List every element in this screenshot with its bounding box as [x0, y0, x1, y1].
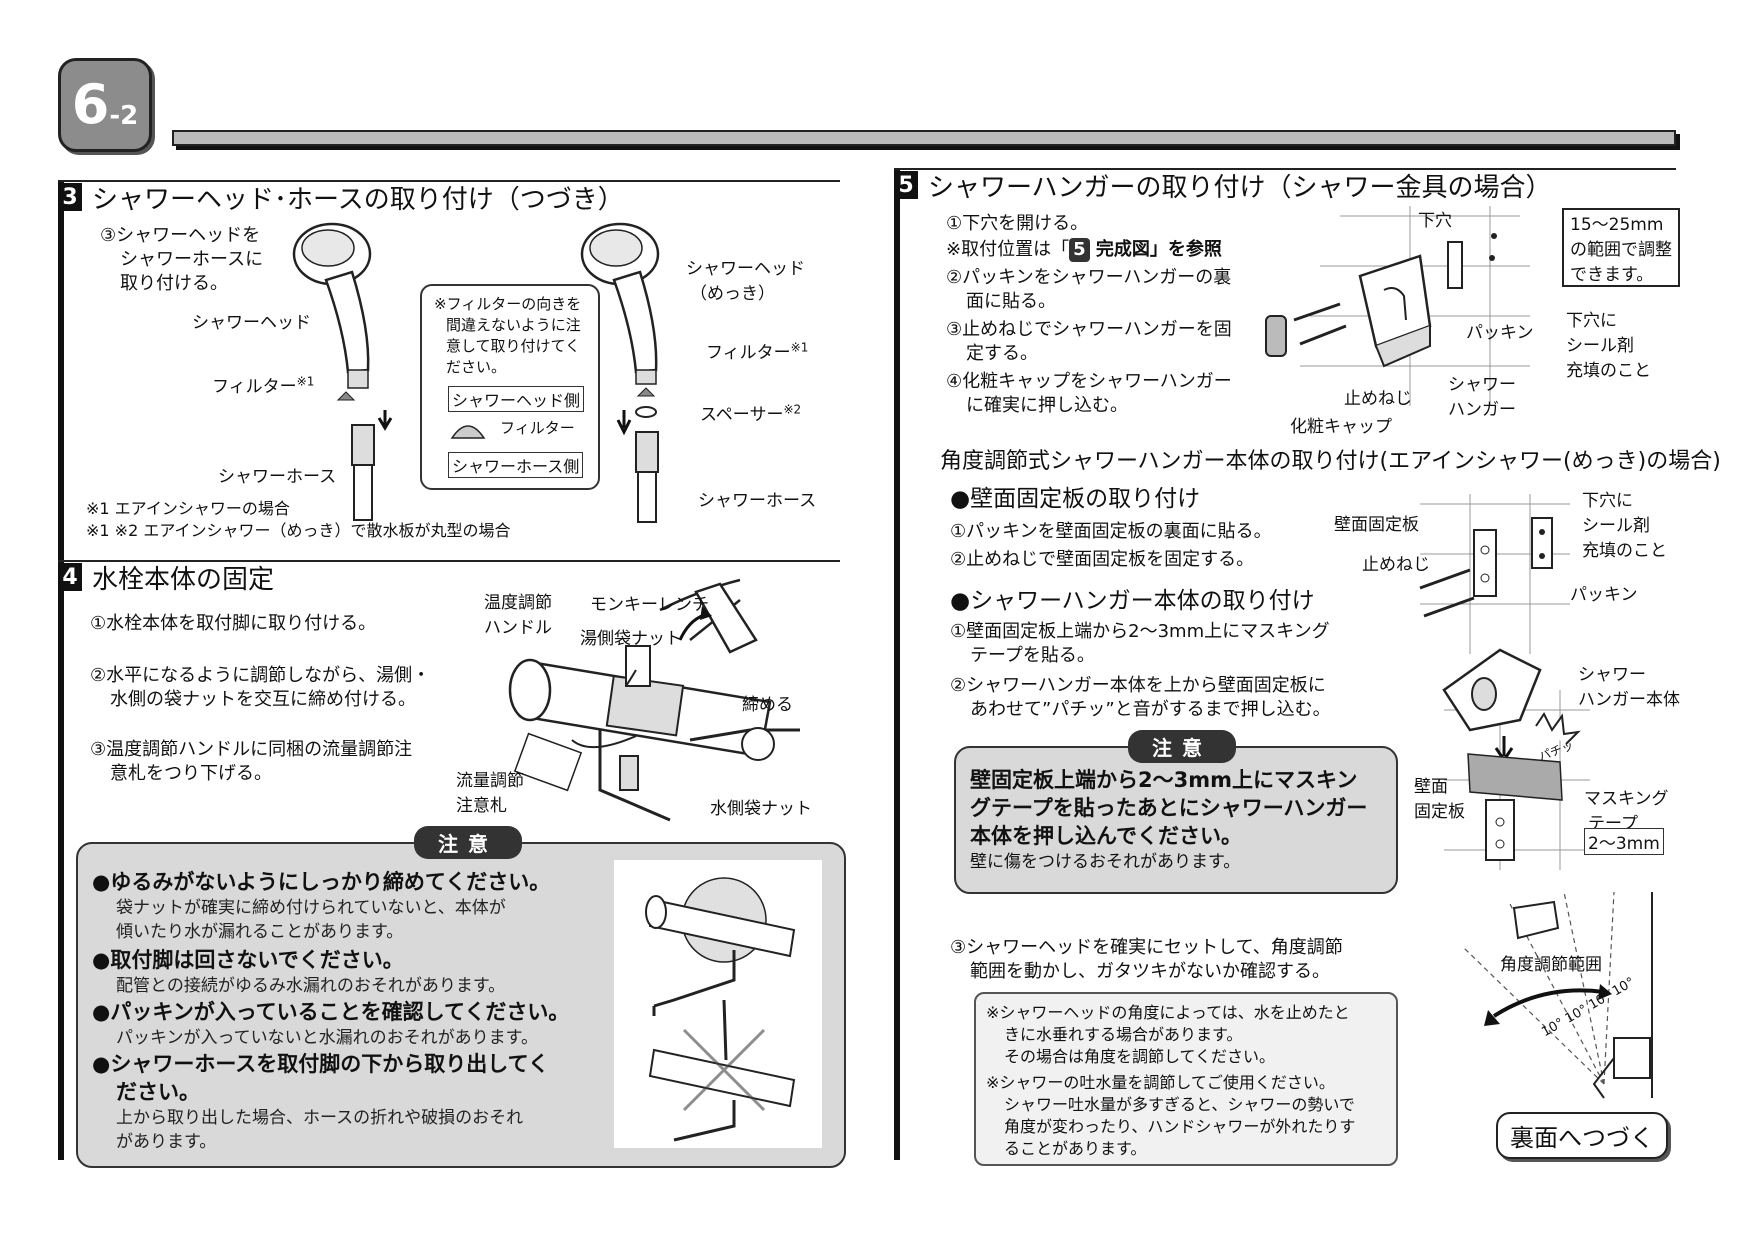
section-5-title: シャワーハンガーの取り付け（シャワー金具の場合）: [928, 172, 1552, 203]
label-tighten: 締める: [742, 695, 793, 715]
section-4-number: 4: [58, 563, 82, 591]
section-4-step-3: ③温度調節ハンドルに同梱の流量調節注 意札をつり下げる。: [90, 739, 413, 784]
label-monkey-wrench: モンキーレンチ: [590, 595, 709, 615]
label-cap: 化粧キャップ: [1290, 417, 1392, 437]
label-spacer: スペーサー※2: [700, 402, 802, 425]
label-angle-range: 角度調節範囲: [1500, 955, 1602, 975]
shower-head-right-illustration: [580, 222, 660, 523]
section-5-caution-tag: 注意: [1128, 730, 1236, 763]
section-4-step-2: ②水平になるように調節しながら、湯側・ 水側の袋ナットを交互に締め付ける。: [90, 665, 431, 710]
wall-plate-step-1: ①パッキンを壁面固定板の裏面に貼る。: [950, 521, 1272, 542]
section-3-step: ③シャワーヘッドを シャワーホースに 取り付ける。: [100, 225, 264, 294]
caution-item-2: ●取付脚は回さないでください。 配管との接続がゆるみ水漏れのおそれがあります。: [92, 948, 506, 996]
section-5-notes-box: ※シャワーヘッドの角度によっては、水を止めたと きに水垂れする場合があります。 …: [974, 992, 1398, 1166]
header-rule: [172, 130, 1676, 146]
caution-illustration-panel: [614, 860, 822, 1148]
section-5-step-2: ②パッキンをシャワーハンガーの裏 面に貼る。: [946, 267, 1232, 312]
section-4-header: 4 水栓本体の固定: [58, 560, 840, 595]
continue-on-back-label: 裏面へつづく: [1496, 1112, 1668, 1159]
label-hose-left: シャワーホース: [218, 467, 337, 487]
label-sealant: 下穴に シール剤 充填のこと: [1566, 311, 1651, 381]
label-filter-right: フィルター※1: [706, 340, 809, 363]
filter-orientation-callout: ※フィルターの向きを 間違えないように注 意して取り付けてく ださい。 シャワー…: [420, 284, 600, 490]
label-hanger-body: シャワー ハンガー本体: [1578, 665, 1680, 710]
label-shower-head-right: シャワーヘッド （めっき）: [686, 259, 805, 304]
label-hose-right: シャワーホース: [698, 491, 817, 511]
section-5-reference: ※取付位置は「5 完成図」を参照: [946, 238, 1222, 262]
caution-item-3: ●パッキンが入っていることを確認してください。 パッキンが入っていないと水漏れの…: [92, 1000, 570, 1048]
section-5-step-3: ③止めねじでシャワーハンガーを固 定する。: [946, 319, 1232, 364]
section-5-step-4: ④化粧キャップをシャワーハンガー に確実に押し込む。: [946, 371, 1232, 416]
section-5-header: 5 シャワーハンガーの取り付け（シャワー金具の場合）: [894, 168, 1676, 203]
label-screw: 止めねじ: [1344, 389, 1412, 409]
label-gap-2-3mm: 2～3mm: [1584, 828, 1664, 855]
label-hanger-plate: 壁面 固定板: [1414, 777, 1465, 822]
label-wall-sealant: 下穴に シール剤 充填のこと: [1582, 491, 1667, 561]
label-shower-hose-side: シャワーホース側: [448, 452, 584, 478]
angle-range-illustration: [1463, 891, 1653, 1099]
label-hanger: シャワー ハンガー: [1448, 375, 1516, 420]
page-number-main: 6: [71, 73, 110, 136]
page-number-badge: 6 -2: [58, 58, 152, 152]
section-4-title: 水栓本体の固定: [92, 564, 275, 595]
shower-hanger-illustration: [1265, 206, 1530, 406]
wall-plate-heading: ●壁面固定板の取り付け: [950, 486, 1201, 512]
angle-hanger-title: 角度調節式シャワーハンガー本体の取り付け(エアインシャワー(めっき)の場合): [940, 449, 1721, 474]
section-5-final-step: ③シャワーヘッドを確実にセットして、角度調節 範囲を動かし、ガタツキがないか確認…: [950, 937, 1343, 982]
footnote-2: ※1 ※2 エアインシャワー（めっき）で散水板が丸型の場合: [86, 521, 511, 540]
left-column-bar: [58, 180, 64, 1160]
label-wall-packing: パッキン: [1570, 585, 1638, 605]
section-4-caution-tag: 注意: [414, 826, 522, 859]
adjust-range-box: 15～25mm の範囲で調整 できます。: [1562, 208, 1680, 287]
label-wall-screw: 止めねじ: [1362, 555, 1430, 575]
section-3-number: 3: [58, 183, 82, 211]
caution-item-1: ●ゆるみがないようにしっかり締めてください。 袋ナットが確実に締め付けられていな…: [92, 870, 551, 942]
faucet-caution-illustrations: [645, 877, 796, 1142]
label-filter-left: フィルター※1: [212, 374, 315, 397]
label-cold-nut: 水側袋ナット: [710, 799, 812, 819]
shower-head-left-illustration: [292, 222, 393, 521]
section-5-step-1: ①下穴を開ける。: [946, 213, 1089, 234]
section-5-caution-text: 壁固定板上端から2～3mm上にマスキン グテープを貼ったあとにシャワーハンガー …: [970, 768, 1368, 872]
label-wall-plate: 壁面固定板: [1334, 515, 1419, 535]
reference-section-5-badge: 5: [1069, 238, 1090, 262]
caution-item-4: ●シャワーホースを取付脚の下から取り出してく ださい。 上から取り出した場合、ホ…: [92, 1052, 550, 1152]
section-3-title: シャワーヘッド･ホースの取り付け（つづき）: [92, 184, 624, 215]
hanger-body-illustration: [1442, 648, 1590, 870]
faucet-fixing-illustration: [508, 578, 800, 822]
label-masking-tape: マスキング テープ: [1584, 789, 1669, 834]
wall-plate-illustration: [1419, 494, 1570, 654]
hanger-body-step-2: ②シャワーハンガー本体を上から壁面固定板に あわせて”パチッ”と音がするまで押し…: [950, 675, 1331, 720]
label-flow-tag: 流量調節 注意札: [456, 771, 524, 816]
footnote-1: ※1 エアインシャワーの場合: [86, 499, 290, 518]
label-packing: パッキン: [1466, 323, 1534, 343]
label-temp-handle: 温度調節 ハンドル: [484, 593, 552, 638]
hanger-body-step-1: ①壁面固定板上端から2～3mm上にマスキング テープを貼る。: [950, 621, 1330, 666]
wall-plate-step-2: ②止めねじで壁面固定板を固定する。: [950, 549, 1255, 570]
section-5-number: 5: [894, 171, 918, 199]
page-number-sub: -2: [109, 100, 139, 131]
label-shower-head-side: シャワーヘッド側: [448, 386, 585, 412]
label-pilot-hole: 下穴: [1418, 211, 1452, 231]
label-hot-nut: 湯側袋ナット: [580, 629, 682, 649]
section-3-header: 3 シャワーヘッド･ホースの取り付け（つづき）: [58, 180, 840, 215]
section-4-step-1: ①水栓本体を取付脚に取り付ける。: [90, 613, 377, 634]
filter-icon: [450, 425, 486, 439]
hanger-body-heading: ●シャワーハンガー本体の取り付け: [950, 588, 1315, 614]
right-column-bar: [894, 168, 900, 1160]
label-shower-head-left: シャワーヘッド: [192, 313, 311, 333]
